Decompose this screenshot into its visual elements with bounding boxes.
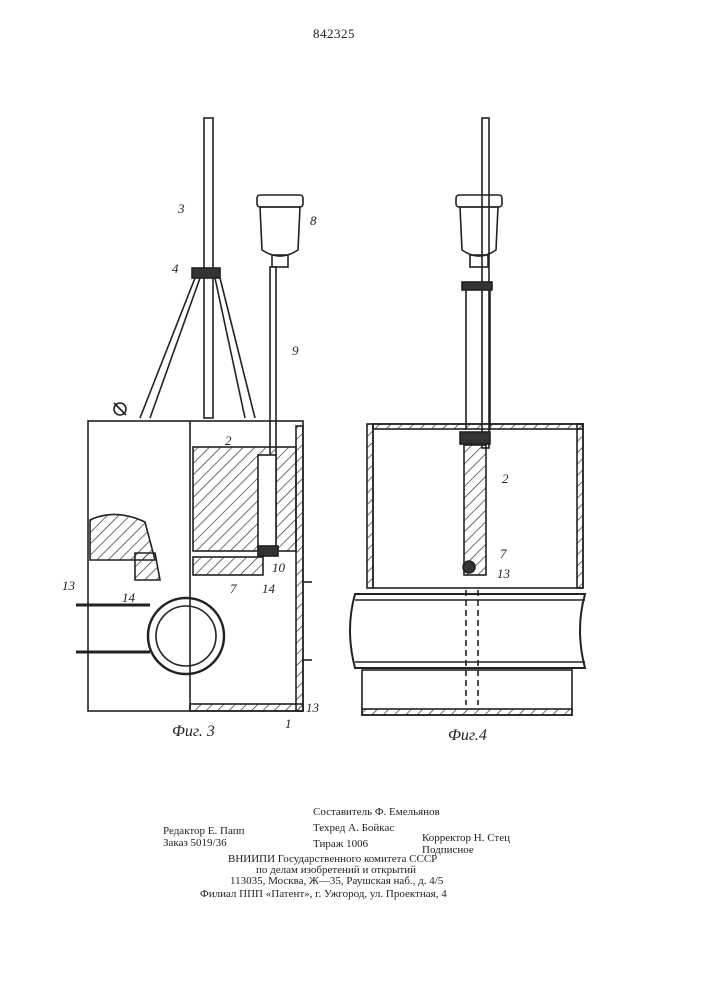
- label-9: 9: [292, 343, 299, 358]
- label-7: 7: [230, 581, 237, 596]
- pipe-outer: [148, 598, 224, 674]
- tripod-leg: [220, 278, 255, 418]
- label-2: 2: [502, 471, 509, 486]
- tripod-leg: [140, 278, 195, 418]
- label-10: 10: [272, 560, 286, 575]
- editor: Редактор Е. Папп: [163, 825, 244, 837]
- tripod-leg: [150, 278, 200, 418]
- bottom-section: [190, 704, 303, 711]
- circulation: Тираж 1006: [313, 838, 368, 850]
- vessel-bottom: [362, 709, 572, 715]
- clamp-4: [192, 268, 220, 278]
- org-address: 113035, Москва, Ж—35, Раушская наб., д. …: [230, 875, 443, 887]
- fig4-labels: 2 7 13: [497, 471, 511, 581]
- motor: [460, 207, 498, 256]
- seal-7: [463, 561, 475, 573]
- label-2: 2: [225, 433, 232, 448]
- label-4: 4: [172, 261, 179, 276]
- fig4-caption: Фиг.4: [448, 727, 487, 744]
- label-13: 13: [497, 566, 511, 581]
- tripod-leg: [215, 278, 245, 418]
- vessel-top: [373, 424, 583, 429]
- gate-2: [193, 447, 296, 551]
- label-8: 8: [310, 213, 317, 228]
- compiler: Составитель Ф. Емельянов: [313, 806, 440, 818]
- fig3-caption: Фиг. 3: [172, 723, 215, 740]
- wall-section: [296, 426, 303, 711]
- pipe: [350, 594, 585, 668]
- nut-10: [258, 546, 278, 556]
- gate-head: [460, 432, 490, 444]
- motor-cap: [257, 195, 303, 207]
- clamp: [462, 282, 492, 290]
- motor-cap: [456, 195, 502, 207]
- tech-editor: Техред А. Бойкас: [313, 822, 394, 834]
- vessel-wall-right: [577, 424, 583, 588]
- label-14: 14: [262, 581, 276, 596]
- label-1: 1: [285, 716, 292, 731]
- figure-4: [350, 118, 585, 715]
- label-14: 14: [122, 590, 136, 605]
- seal-7: [193, 557, 263, 575]
- label-13: 13: [62, 578, 76, 593]
- motor-8: [260, 207, 300, 256]
- pipe-inner: [156, 606, 216, 666]
- branch: Филиал ППП «Патент», г. Ужгород, ул. Про…: [200, 888, 447, 900]
- order: Заказ 5019/36: [163, 837, 227, 849]
- label-7: 7: [500, 546, 507, 561]
- screw-channel: [258, 455, 276, 551]
- gripper-14: [135, 553, 160, 580]
- vessel-wall-left: [367, 424, 373, 588]
- corrector: Корректор Н. Стец: [422, 832, 510, 844]
- figure-3: [76, 118, 312, 711]
- label-13: 13: [306, 700, 320, 715]
- label-3: 3: [177, 201, 185, 216]
- gate-2: [464, 445, 486, 575]
